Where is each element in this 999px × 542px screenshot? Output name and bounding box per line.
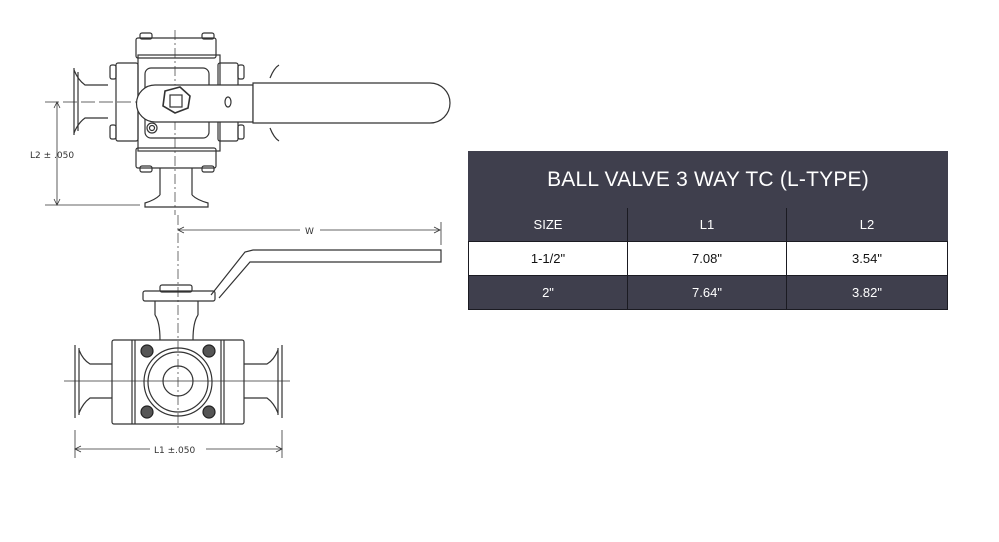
l1-dimension-label: L1 ±.050: [154, 446, 195, 456]
cell-l1: 7.08": [627, 241, 787, 276]
table-row: 1-1/2" 7.08" 3.54": [468, 241, 948, 276]
cell-l2: 3.82": [786, 275, 948, 310]
l2-dimension-label: L2 ± .050: [30, 151, 74, 161]
w-dimension-label: W: [305, 227, 314, 237]
column-header-l1: L1: [627, 207, 787, 242]
cell-l2: 3.54": [786, 241, 948, 276]
top-view: [45, 30, 451, 215]
valve-technical-drawing: L2 ± .050: [30, 30, 451, 458]
cell-size: 1-1/2": [468, 241, 628, 276]
table-row: 2" 7.64" 3.82": [468, 275, 948, 310]
cell-size: 2": [468, 275, 628, 310]
table-header-row: SIZE L1 L2: [468, 207, 948, 242]
column-header-size: SIZE: [468, 207, 628, 242]
front-view: [64, 215, 442, 458]
cell-l1: 7.64": [627, 275, 787, 310]
spec-table: BALL VALVE 3 WAY TC (L-TYPE) SIZE L1 L2 …: [468, 151, 948, 310]
table-title: BALL VALVE 3 WAY TC (L-TYPE): [468, 151, 948, 208]
column-header-l2: L2: [786, 207, 948, 242]
